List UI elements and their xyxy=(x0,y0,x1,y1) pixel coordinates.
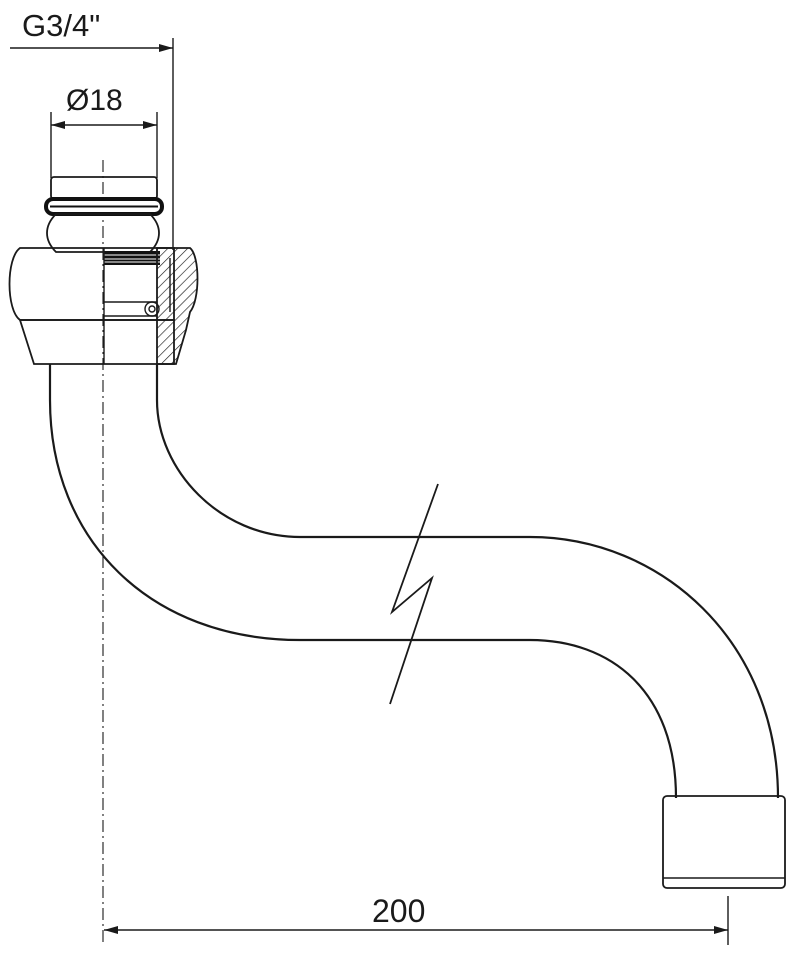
nut xyxy=(8,247,199,365)
diameter-dimension: Ø18 xyxy=(50,84,158,178)
thread-label: G3/4" xyxy=(22,8,100,43)
retaining-ball xyxy=(144,301,160,317)
thread-dimension: G3/4" xyxy=(10,8,174,250)
thread-band xyxy=(104,251,160,265)
lightning-break-icon xyxy=(389,483,439,705)
diameter-label: Ø18 xyxy=(66,84,123,117)
nut-section-hatch xyxy=(156,247,199,365)
top-connector xyxy=(44,176,164,265)
outlet-nozzle xyxy=(662,795,786,889)
length-label: 200 xyxy=(372,893,425,929)
spout-pipe xyxy=(48,364,780,799)
length-dimension: 200 xyxy=(104,893,729,945)
